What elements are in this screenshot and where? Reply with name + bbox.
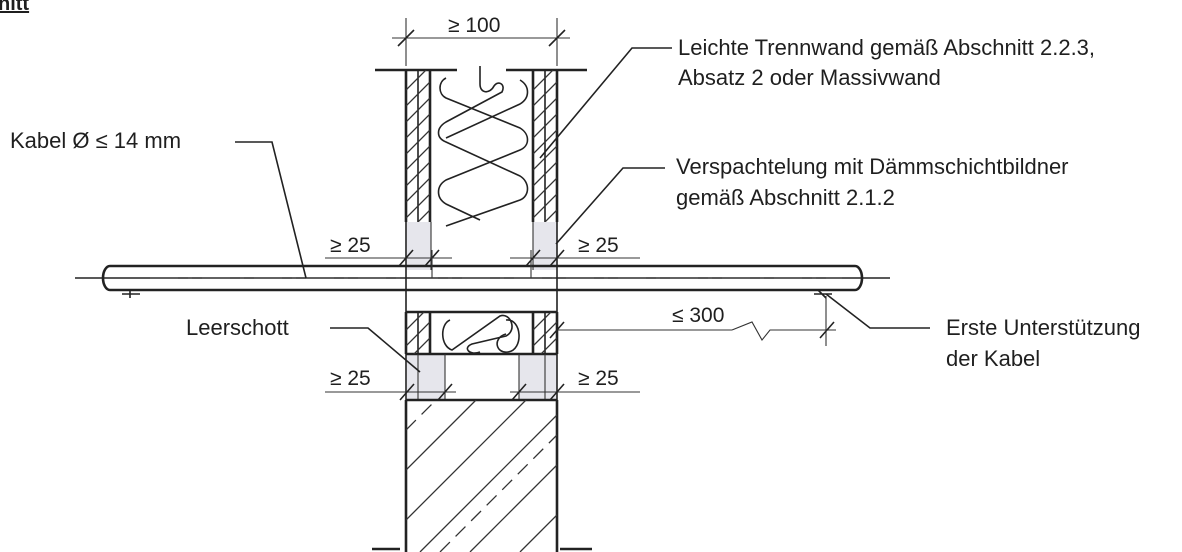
dim-wall-thickness: ≥ 100 xyxy=(392,14,570,66)
blank-seal-label: Leerschott xyxy=(186,315,289,340)
dim-lower-left: ≥ 25 xyxy=(325,367,456,401)
dim-support-distance-text: ≤ 300 xyxy=(672,304,724,327)
massive-wall xyxy=(372,398,592,552)
sealant-label-line2: gemäß Abschnitt 2.1.2 xyxy=(676,185,895,210)
cable xyxy=(75,264,890,299)
sealant-label-line1: Verspachtelung mit Dämmschichtbildner xyxy=(676,154,1069,179)
dim-support-distance: ≤ 300 xyxy=(549,296,836,346)
section-label: nitt xyxy=(0,0,29,15)
dim-lower-right-text: ≥ 25 xyxy=(578,367,619,390)
wall-label-line2: Absatz 2 oder Massivwand xyxy=(678,65,941,90)
leader-lines xyxy=(235,47,930,373)
dim-upper-left-text: ≥ 25 xyxy=(330,234,371,257)
dim-upper-right: ≥ 25 xyxy=(510,234,640,278)
support-label-line2: der Kabel xyxy=(946,346,1040,371)
cable-label: Kabel Ø ≤ 14 mm xyxy=(10,128,181,153)
dim-wall-thickness-text: ≥ 100 xyxy=(448,14,500,37)
dim-lower-right: ≥ 25 xyxy=(510,367,640,401)
dim-upper-right-text: ≥ 25 xyxy=(578,234,619,257)
support-label-line1: Erste Unterstützung xyxy=(946,315,1140,340)
dim-upper-left: ≥ 25 xyxy=(325,234,452,278)
upper-wall xyxy=(375,66,587,227)
dim-lower-left-text: ≥ 25 xyxy=(330,367,371,390)
wall-label-line1: Leichte Trennwand gemäß Abschnitt 2.2.3, xyxy=(678,35,1095,60)
